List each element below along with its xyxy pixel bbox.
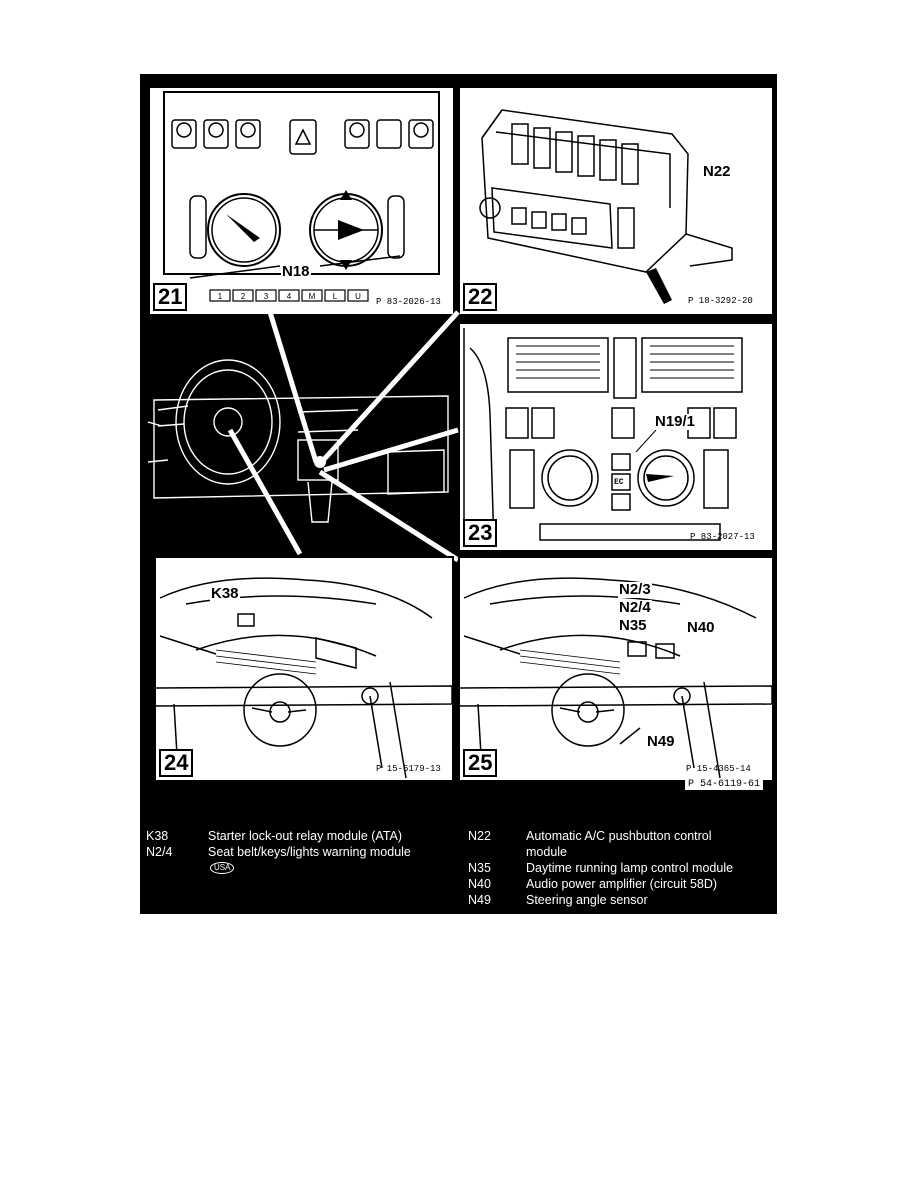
legend-code: N35 [468, 861, 491, 875]
legend-desc: Starter lock-out relay module (ATA) [208, 829, 403, 843]
legend-code: N49 [468, 893, 491, 907]
panel-21-number: 21 [153, 283, 188, 311]
callout-k38: K38 [210, 585, 240, 602]
panel-22-number: 22 [463, 283, 498, 311]
panel-25-number: 25 [463, 749, 498, 777]
legend-code: K38 [146, 829, 169, 843]
legend-desc: Automatic A/C pushbutton control [526, 829, 712, 843]
callout-n35: N35 [618, 617, 648, 634]
selector-button-label: 3 [264, 292, 269, 301]
climate-control-drawing: 1 2 3 4 M L U [163, 91, 440, 302]
legend-code: N40 [468, 877, 491, 891]
panel-25-ref: P 15-4365-14 [686, 764, 751, 774]
selector-button-2 [232, 289, 254, 302]
selector-button-label: U [355, 292, 361, 301]
callout-n22: N22 [702, 163, 732, 180]
ec-button-label: EC [614, 478, 624, 487]
callout-n40: N40 [686, 619, 716, 636]
legend-code: N2/4 [146, 845, 173, 859]
panel-24-starter-lockout: K38 P 15-5179-13 24 [154, 556, 454, 782]
legend: K38 Starter lock-out relay module (ATA) … [140, 822, 777, 914]
legend-desc: Daytime running lamp control module [526, 861, 734, 875]
selector-button-u [347, 289, 369, 302]
selector-button-1 [209, 289, 231, 302]
panel-22-ac-control-module: N22 P 18-3292-20 22 [458, 86, 774, 316]
panel-24-ref: P 15-5179-13 [376, 764, 441, 774]
center-console-drawing [463, 328, 743, 547]
panel-21-ref: P 83-2026-13 [376, 297, 441, 307]
panel-24-number: 24 [159, 749, 194, 777]
panel-22-ref: P 18-3292-20 [688, 296, 753, 306]
warning-modules-drawing [460, 577, 772, 779]
starter-lockout-drawing [156, 577, 452, 779]
ac-module-drawing [479, 109, 733, 304]
usa-badge-icon: USA [210, 862, 235, 874]
selector-button-l [324, 289, 346, 302]
callout-n2-4: N2/4 [618, 599, 652, 616]
callout-n18: N18 [281, 263, 311, 280]
selector-button-label: 1 [218, 292, 223, 301]
callout-n2-3: N2/3 [618, 581, 652, 598]
panel-23-center-console: N19/1 EC P 83-2027-13 23 [458, 322, 774, 552]
legend-desc-continued: module [526, 845, 567, 859]
selector-button-label: 2 [241, 292, 246, 301]
selector-button-m [301, 289, 323, 302]
panel-21-climate-control: 1 2 3 4 M L U N18 P 83-2026-13 21 [148, 86, 455, 316]
panel-23-number: 23 [463, 519, 498, 547]
callout-n19-1: N19/1 [654, 413, 697, 430]
legend-desc: Seat belt/keys/lights warning module [208, 845, 411, 859]
sheet-reference: P 54-6119-61 [684, 779, 763, 790]
selector-button-4 [278, 289, 300, 302]
selector-button-label: L [333, 292, 338, 301]
legend-desc: Steering angle sensor [526, 893, 648, 907]
selector-button-3 [255, 289, 277, 302]
legend-code: N22 [468, 829, 491, 843]
panel-25-warning-modules: N2/3 N2/4 N35 N40 N49 P 15-4365-14 25 [458, 556, 774, 782]
panel-23-ref: P 83-2027-13 [690, 532, 755, 542]
selector-button-label: 4 [287, 292, 292, 301]
selector-button-label: M [309, 292, 316, 301]
legend-desc: Audio power amplifier (circuit 58D) [526, 877, 718, 891]
callout-n49: N49 [646, 733, 676, 750]
dashboard-overview-drawing [147, 322, 454, 552]
dashboard-overview [147, 322, 454, 552]
